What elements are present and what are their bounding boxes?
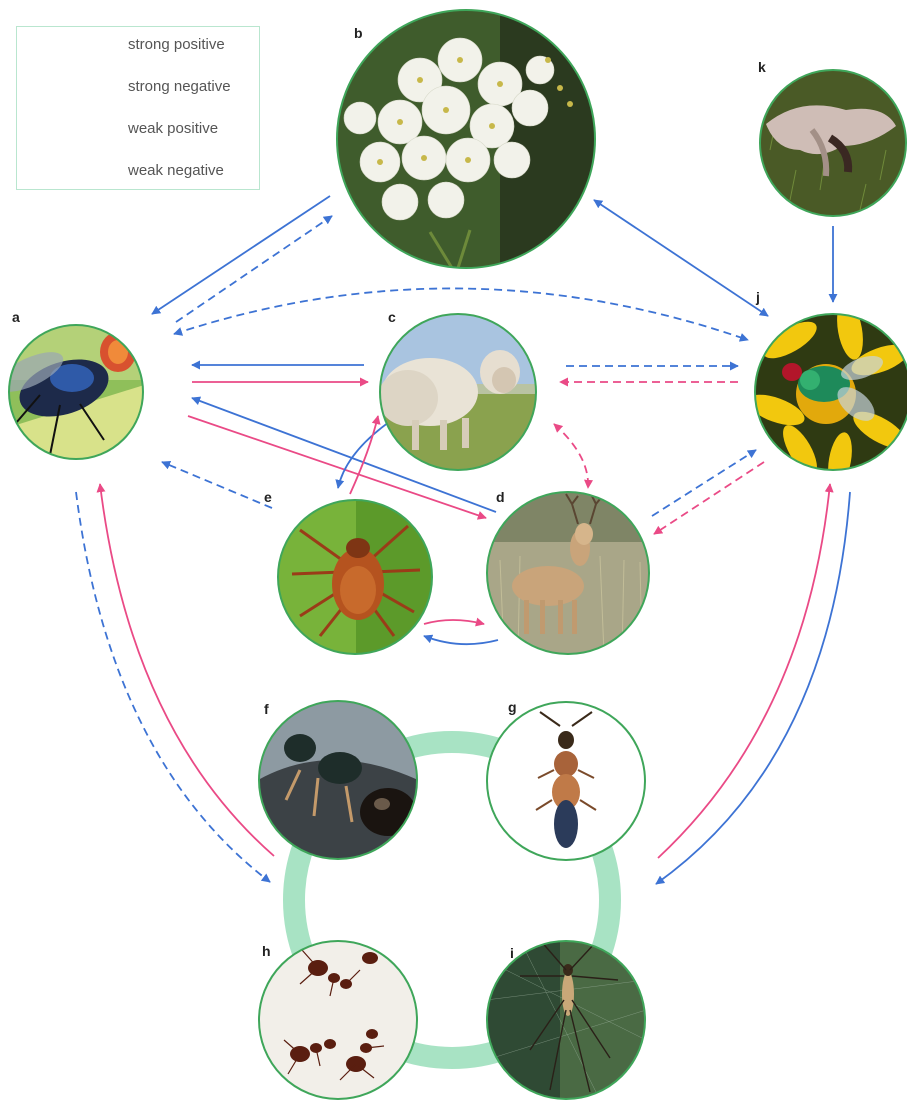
node-letter-i: i: [510, 945, 514, 961]
legend: [16, 26, 260, 190]
community-ring: [283, 731, 621, 1069]
arrow-c-d-weak-negative: [553, 423, 593, 489]
node-letter-d: d: [496, 489, 505, 505]
arrow-a-to-b-weak-positive: [175, 215, 333, 323]
node-e-tick: [277, 499, 433, 655]
arrow-e-to-d-strong-negative: [423, 617, 485, 627]
legend-label-strong-negative: strong negative: [128, 78, 231, 95]
node-letters: a b c d e f g h i j k: [12, 25, 766, 961]
node-a-blowfly: [8, 324, 144, 460]
arrow-d-to-e-strong-positive: [423, 634, 499, 646]
arrow-community-to-j-strong-negative: [657, 483, 834, 859]
node-letter-e: e: [264, 489, 272, 505]
arrow-b-to-a-strong-positive: [151, 195, 331, 315]
node-letter-g: g: [508, 699, 517, 715]
arrow-community-to-a-strong-negative: [96, 483, 275, 857]
legend-label-weak-positive: weak positive: [128, 120, 219, 137]
node-h-ants: [258, 940, 418, 1100]
arrow-a-j-weak-positive: [173, 287, 749, 342]
legend-label-strong-positive: strong positive: [128, 36, 225, 53]
arrow-c-to-e-strong-positive: [335, 419, 393, 489]
interaction-arrows: [75, 195, 851, 885]
arrow-d-to-j-weak-positive: [651, 449, 757, 517]
node-f-parasitoid-wasp: [258, 700, 418, 860]
node-letter-c: c: [388, 309, 396, 325]
arrow-d-to-a-strong-positive: [191, 396, 497, 513]
arrow-e-to-a-weak-positive: [161, 460, 273, 509]
node-letter-f: f: [264, 701, 269, 717]
arrow-a-to-d-strong-negative: [187, 415, 487, 520]
node-letter-h: h: [262, 943, 271, 959]
node-letter-j: j: [755, 289, 760, 305]
node-letter-k: k: [758, 59, 766, 75]
node-letter-b: b: [354, 25, 363, 41]
arrow-j-to-d-weak-negative: [653, 461, 765, 535]
legend-label-weak-negative: weak negative: [128, 162, 224, 179]
arrow-a-to-community-weak-positive: [75, 491, 271, 883]
arrow-e-to-c-strong-negative: [349, 415, 381, 495]
arrow-j-to-community-strong-positive: [655, 491, 851, 885]
node-d-deer: [486, 491, 650, 655]
node-c-sheep: [379, 313, 537, 471]
arrow-b-j-strong-positive: [593, 199, 769, 317]
node-i-spider: [486, 940, 646, 1100]
node-g-rove-beetle: [486, 701, 646, 861]
node-letter-a: a: [12, 309, 20, 325]
node-b-white-allium-flowers: [336, 9, 596, 269]
node-j-green-bottle-fly: [754, 313, 907, 471]
node-k-carrion: [759, 69, 907, 217]
